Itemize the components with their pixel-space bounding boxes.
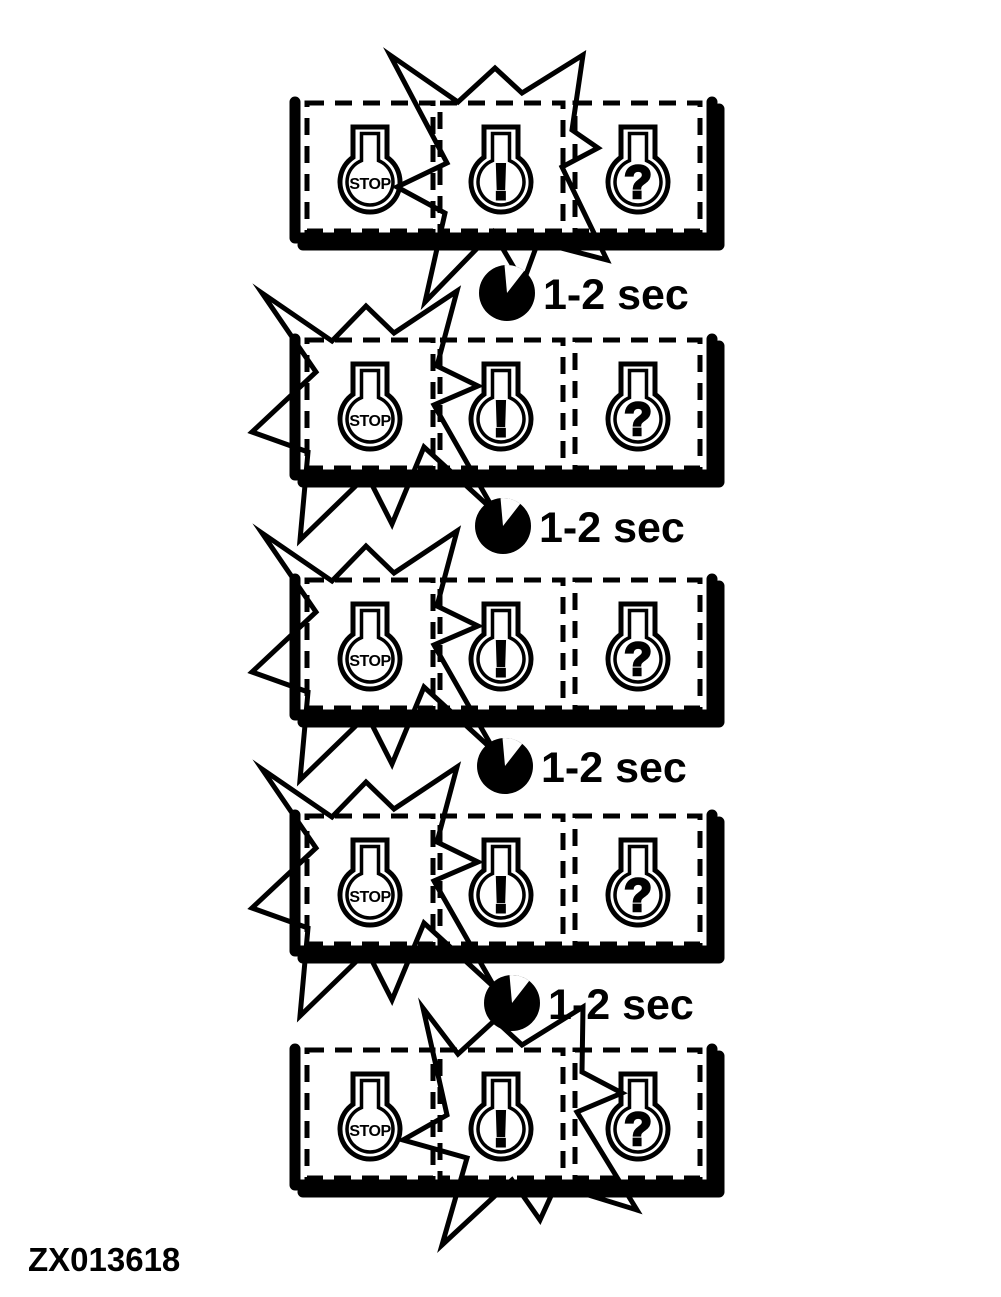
interval-label: 1-2 sec: [548, 981, 694, 1029]
timer-clock-icon: [479, 264, 535, 321]
indicator-panel-4: STOP ! ?: [295, 815, 719, 958]
query-lamp: ?: [608, 604, 668, 689]
stop-lamp: STOP: [340, 364, 400, 449]
interval-label: 1-2 sec: [543, 271, 689, 319]
query-lamp-label: ?: [624, 633, 652, 685]
indicator-panel-5: STOP ! ?: [295, 1049, 719, 1192]
lamp-bulb-icon: [340, 364, 400, 449]
stop-lamp: STOP: [340, 840, 400, 925]
query-lamp-label: ?: [624, 869, 652, 921]
timer-clock-icon: [475, 497, 531, 554]
query-lamp-label: ?: [624, 1103, 652, 1155]
stop-lamp-label: STOP: [349, 176, 391, 193]
interval-label: 1-2 sec: [541, 744, 687, 792]
alert-lamp-label: !: [493, 867, 510, 923]
query-lamp: ?: [608, 840, 668, 925]
stop-lamp: STOP: [340, 1074, 400, 1159]
alert-lamp-label: !: [493, 631, 510, 687]
indicator-panel-2: STOP ! ?: [295, 339, 719, 482]
stop-lamp-label: STOP: [349, 889, 391, 906]
alert-lamp-label: !: [493, 391, 510, 447]
flash-burst-icon: [396, 997, 643, 1253]
stop-lamp: STOP: [340, 604, 400, 689]
stop-lamp-label: STOP: [349, 413, 391, 430]
query-lamp: ?: [608, 1074, 668, 1159]
query-lamp: ?: [608, 364, 668, 449]
alert-lamp-label: !: [493, 154, 510, 210]
query-lamp-label: ?: [624, 393, 652, 445]
query-lamp-label: ?: [624, 156, 652, 208]
figure-number: ZX013618: [28, 1241, 180, 1278]
lamp-bulb-icon: [340, 1074, 400, 1159]
lamp-bulb-icon: [340, 840, 400, 925]
timer-clock-icon: [484, 974, 540, 1031]
interval-label: 1-2 sec: [539, 504, 685, 552]
stop-lamp-label: STOP: [349, 653, 391, 670]
timer-clock-icon: [477, 737, 533, 794]
alert-lamp-label: !: [493, 1101, 510, 1157]
indicator-panel-1: STOP ! ?: [295, 102, 719, 245]
stop-lamp-label: STOP: [349, 1123, 391, 1140]
stop-lamp: STOP: [340, 127, 400, 212]
flash-burst-icon: [383, 47, 612, 311]
alert-lamp: !: [471, 127, 531, 212]
lamp-bulb-icon: [340, 127, 400, 212]
alert-lamp: !: [471, 840, 531, 925]
query-lamp: ?: [608, 127, 668, 212]
alert-lamp: !: [471, 364, 531, 449]
indicator-panel-3: STOP ! ?: [295, 579, 719, 722]
lamp-bulb-icon: [340, 604, 400, 689]
alert-lamp: !: [471, 1074, 531, 1159]
alert-lamp: !: [471, 604, 531, 689]
